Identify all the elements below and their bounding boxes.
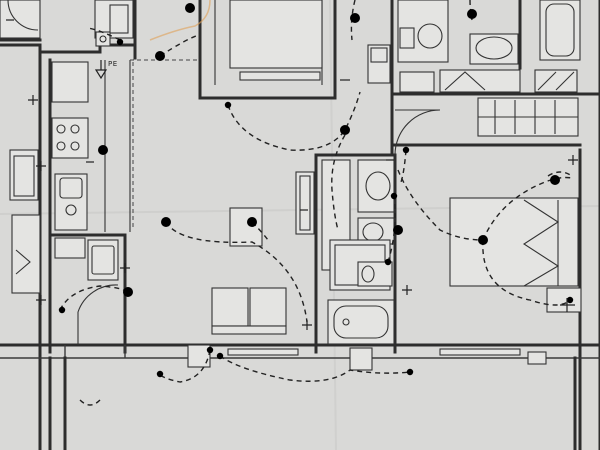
pe-label: PE bbox=[108, 60, 118, 68]
bed bbox=[449, 197, 582, 313]
sockets bbox=[6, 19, 578, 330]
wardrobe bbox=[477, 97, 579, 137]
living-area bbox=[211, 171, 315, 335]
lower-kitchen bbox=[54, 237, 119, 345]
highlight-mark bbox=[149, 0, 211, 41]
top-left-fixtures bbox=[0, 0, 323, 81]
circuits bbox=[59, 0, 573, 406]
bathroom bbox=[321, 109, 441, 345]
kitchen-counter bbox=[9, 61, 89, 294]
top-bathroom bbox=[367, 0, 581, 93]
earth-symbol bbox=[94, 60, 108, 80]
